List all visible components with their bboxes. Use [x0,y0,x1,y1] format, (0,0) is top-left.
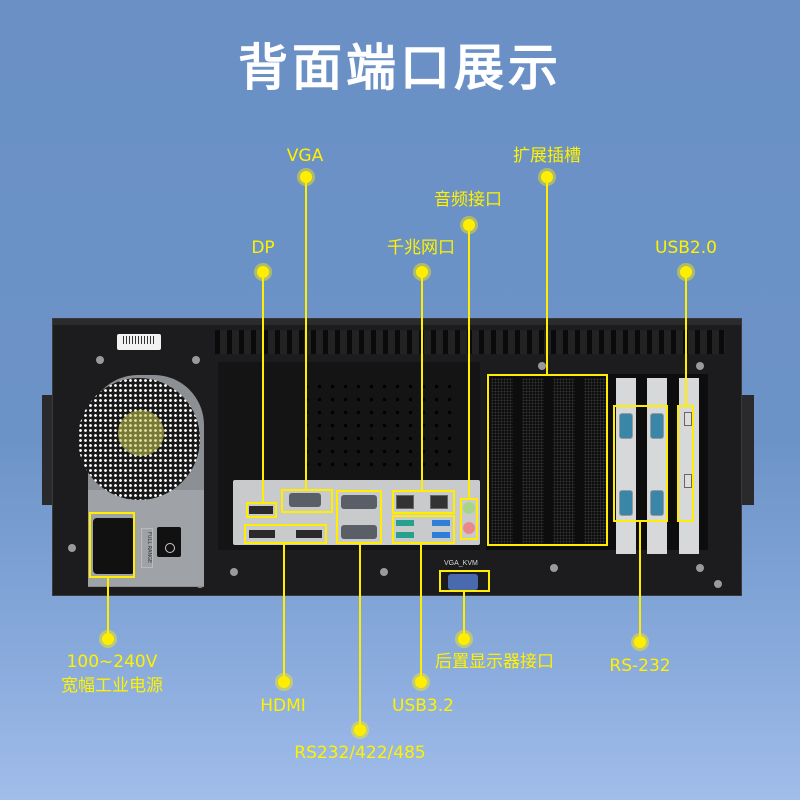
screw [696,362,704,370]
page-title: 背面端口展示 [238,39,562,97]
screw [96,356,104,364]
callout-hdmi-label: HDMI [260,696,306,716]
vga-port[interactable] [289,493,321,507]
highlight-rs232 [613,405,668,522]
callout-com-label: RS232/422/485 [294,743,426,763]
callout-rs232-line [639,522,641,642]
highlight-vga [281,489,333,513]
rs232-port-4[interactable] [650,490,664,516]
usb32-port-1[interactable] [396,520,414,526]
screw [192,356,200,364]
highlight-usb20 [677,405,694,522]
callout-com-line [359,544,361,730]
mounting-ear-left [42,395,54,505]
expansion-slot-cover [584,378,606,546]
screw [538,362,546,370]
mic-in-jack[interactable] [463,522,475,534]
io-vent-mesh [300,380,460,470]
highlight-com [336,490,382,544]
screw [714,580,722,588]
callout-power-dot [102,633,114,645]
callout-lan-label: 千兆网口 [387,238,455,258]
screw [68,544,76,552]
callout-usb20-line [685,272,687,405]
serial-barcode-label [117,334,161,350]
screw [380,568,388,576]
callout-usb32-dot [415,676,427,688]
vga-kvm-port[interactable] [448,574,478,590]
callout-kvm-line [463,592,465,639]
line-out-jack[interactable] [463,502,475,514]
highlight-power-inlet [89,512,135,578]
callout-hdmi-line [283,544,285,682]
callout-rs232-dot [634,636,646,648]
screw [230,568,238,576]
mounting-ear-right [742,395,754,505]
com-port-2[interactable] [341,525,377,539]
callout-dp-label: DP [251,238,275,258]
usb20-port-1[interactable] [684,412,692,426]
callout-power-line [107,578,109,639]
callout-kvm-label: 后置显示器接口 [435,652,554,672]
callout-com-dot [354,724,366,736]
vga-kvm-label: VGA_KVM [444,560,478,567]
highlight-lan [392,490,455,514]
highlight-expansion-slots [487,374,608,546]
highlight-dp [246,502,277,518]
callout-usb32-line [420,544,422,682]
psu-full-range-label: FULL RANGE [141,528,153,568]
power-inlet[interactable] [93,518,135,574]
callout-power-label-1: 100~240V [66,652,158,672]
callout-hdmi-dot [278,676,290,688]
usb32-port-2[interactable] [396,532,414,538]
callout-expansion-label: 扩展插槽 [513,146,581,166]
usb32-port-4[interactable] [432,532,450,538]
highlight-vga-kvm [439,570,490,592]
expansion-slot-cover [522,378,544,546]
callout-audio-label: 音频接口 [434,190,502,210]
expansion-slot-cover [553,378,575,546]
usb20-port-2[interactable] [684,474,692,488]
rs232-port-3[interactable] [619,490,633,516]
lan-port-1[interactable] [396,495,414,509]
power-switch[interactable] [157,527,181,557]
callout-audio-line [468,225,470,498]
rs232-port-2[interactable] [650,413,664,439]
callout-usb20-label: USB2.0 [655,238,717,258]
callout-expansion-line [546,177,548,374]
screw [550,564,558,572]
callout-rs232-label: RS-232 [609,656,671,676]
callout-vga-line [305,177,307,489]
rs232-port-1[interactable] [619,413,633,439]
usb32-port-3[interactable] [432,520,450,526]
callout-kvm-dot [458,633,470,645]
highlight-audio [460,498,478,540]
hdmi-port-1[interactable] [249,530,275,538]
lan-port-2[interactable] [430,495,448,509]
callout-power-label-2: 宽幅工业电源 [61,676,163,696]
com-port-1[interactable] [341,495,377,509]
callout-usb32-label: USB3.2 [392,696,454,716]
screw [696,564,704,572]
callout-vga-label: VGA [286,146,324,166]
highlight-hdmi [244,524,327,544]
expansion-slot-cover [491,378,513,546]
dp-port[interactable] [249,506,273,514]
highlight-usb32 [392,515,455,544]
top-vents [215,330,725,354]
psu-fan-hub [118,410,164,456]
callout-dp-line [262,272,264,502]
callout-lan-line [421,272,423,490]
hdmi-port-2[interactable] [296,530,322,538]
